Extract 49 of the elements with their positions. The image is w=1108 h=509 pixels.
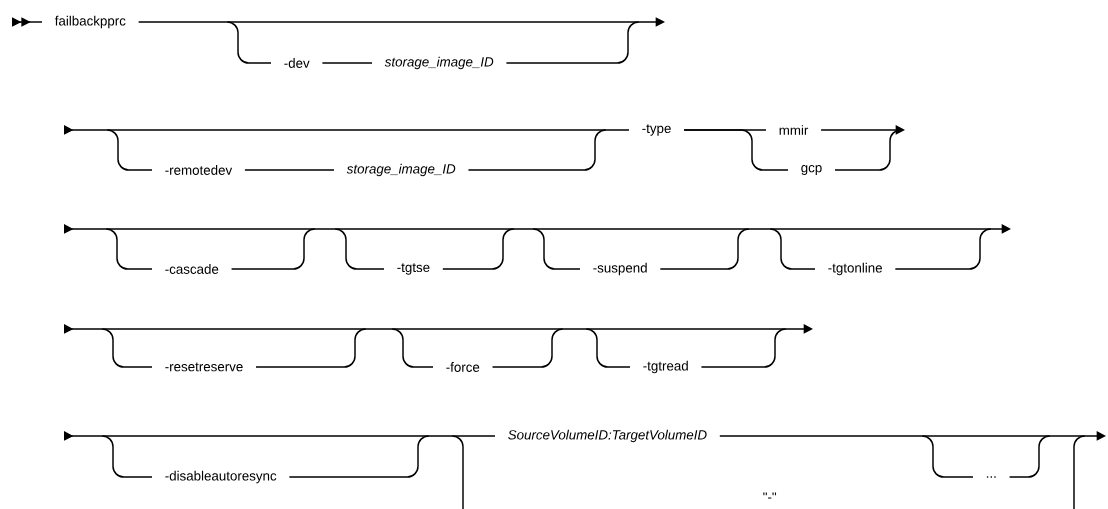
connector-line [683,129,789,171]
connector-line [230,228,316,270]
keyword-label: -force [446,362,480,372]
connector-line [467,129,607,171]
keyword-label: ... [986,476,996,478]
connector-line [894,228,992,270]
connector-line [921,435,974,478]
variable-label: SourceVolumeID:TargetVolumeID [508,429,707,443]
connector-line [719,431,1106,441]
keyword-label: -tgtonline [828,262,882,276]
connector-line [106,129,153,171]
connector-line [532,228,581,270]
connector-line [820,125,905,135]
connector-line [659,228,750,270]
connector-line [442,228,515,270]
connector-line [101,328,153,368]
connector-line [12,17,43,27]
connector-line [226,21,272,64]
connector-line [585,328,631,368]
keyword-label: -remotedev [165,165,233,175]
connector-line [321,62,373,64]
variable-label: storage_image_ID [346,163,456,177]
keyword-label: -suspend [593,262,647,276]
keyword-label: -tgtse [397,263,430,275]
connector-line [505,21,640,64]
connector-line [491,328,564,368]
keyword-label: -type [642,124,671,136]
connector-line [700,328,787,368]
connector-line [255,328,367,368]
connector-line [769,228,816,270]
keyword-label: -resetreserve [165,362,243,372]
connector-line [105,228,153,270]
keyword-label: -cascade [165,264,219,274]
connector-line [834,129,902,171]
keyword-label: -tgtread [643,360,688,374]
connector-line [244,169,335,171]
connector-line [334,228,385,270]
keyword-label: gcp [801,165,822,175]
connector-line [1008,435,1051,478]
variable-label: storage_image_ID [384,56,494,70]
keyword-label: mmir [779,125,809,135]
keyword-label: "-" [763,492,777,499]
connector-line [64,431,496,441]
connector-line [391,328,434,368]
connector-line [64,125,630,135]
keyword-label: -disableautoresync [165,470,277,484]
connector-line [137,17,665,27]
keyword-label: failbackpprc [54,15,126,29]
keyword-label: -dev [284,58,310,68]
